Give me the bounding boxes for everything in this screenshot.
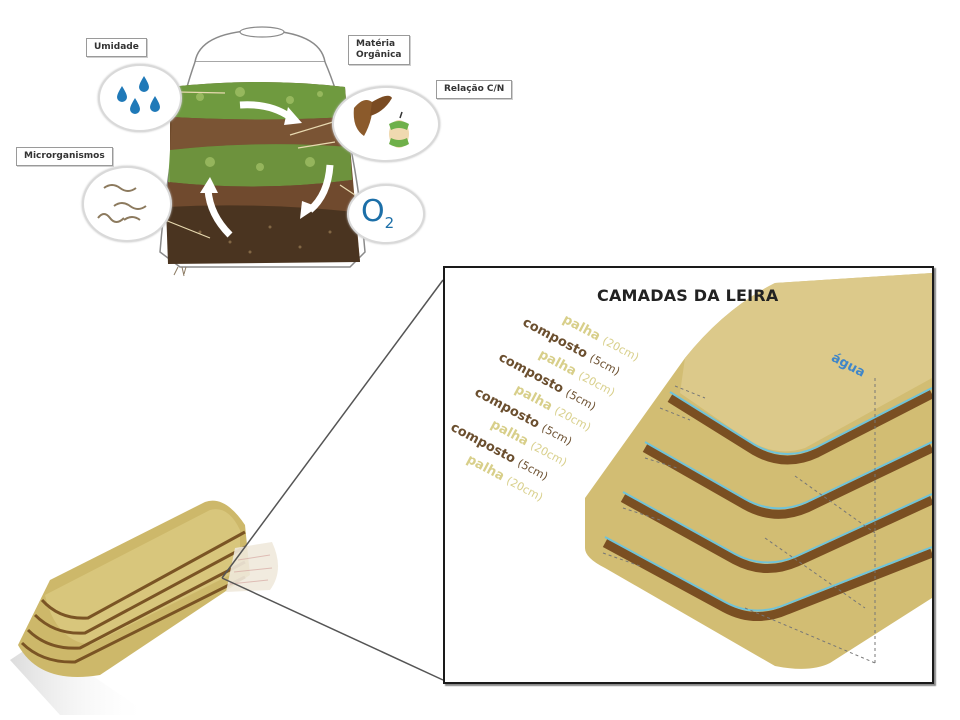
windrow-layers-illustration bbox=[585, 273, 932, 669]
compost-bin-icon bbox=[159, 26, 366, 277]
leaf-apple-core-icon bbox=[353, 95, 409, 148]
panel-title: CAMADAS DA LEIRA bbox=[597, 286, 779, 305]
pointer-lines bbox=[164, 91, 356, 239]
oxygen-icon: O2 bbox=[361, 194, 395, 232]
water-drops-icon bbox=[117, 76, 160, 114]
windrow-layers-panel: CAMADAS DA LEIRA água palha (20cm) compo… bbox=[443, 266, 934, 684]
oxygen-circle: O2 bbox=[347, 184, 425, 244]
cycle-arrows-icon bbox=[200, 101, 334, 238]
microorganisms-circle bbox=[82, 166, 172, 242]
cn-ratio-label: Relação C/N bbox=[436, 80, 513, 99]
moisture-label: Umidade bbox=[86, 38, 147, 57]
moisture-circle bbox=[98, 64, 182, 132]
windrow-overview-illustration bbox=[10, 500, 279, 715]
compost-bin-illustration: O2 Umidade Matéria Orgânica Relação C/N … bbox=[0, 0, 560, 290]
organic-matter-label: Matéria Orgânica bbox=[348, 35, 410, 65]
microorganisms-label: Microrganismos bbox=[16, 147, 113, 166]
worms-icon bbox=[97, 184, 147, 223]
organic-matter-circle bbox=[332, 86, 440, 162]
